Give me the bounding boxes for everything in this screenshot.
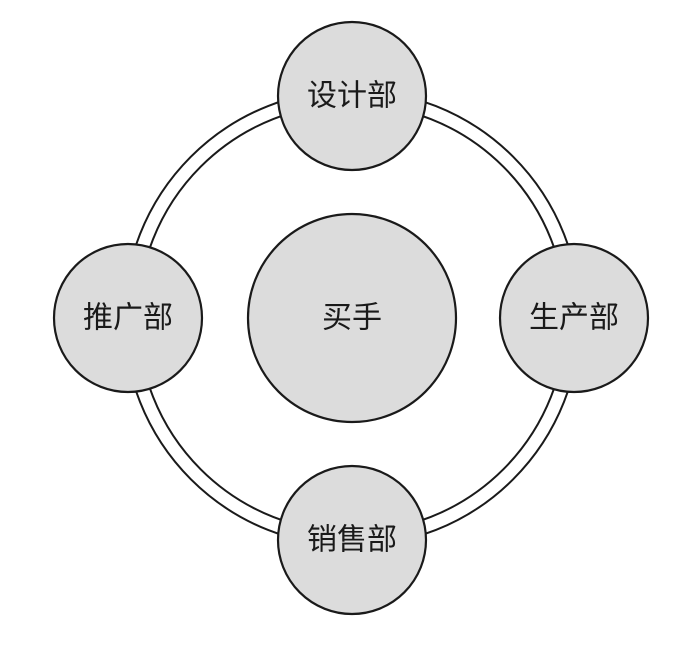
node-sales-dept: 销售部 [276, 464, 428, 616]
center-node-buyer: 买手 [246, 212, 458, 424]
node-sales-circle [276, 464, 428, 616]
center-node-circle [246, 212, 458, 424]
node-promotion-dept: 推广部 [52, 242, 204, 394]
node-design-circle [276, 20, 428, 172]
node-production-circle [498, 242, 650, 394]
node-design-label: 设计部 [307, 79, 397, 114]
node-design-dept: 设计部 [276, 20, 428, 172]
node-sales-label: 销售部 [307, 523, 397, 558]
node-production-label: 生产部 [529, 301, 619, 336]
node-promotion-label: 推广部 [83, 301, 173, 336]
center-node-label: 买手 [322, 301, 382, 336]
node-promotion-circle [52, 242, 204, 394]
node-production-dept: 生产部 [498, 242, 650, 394]
